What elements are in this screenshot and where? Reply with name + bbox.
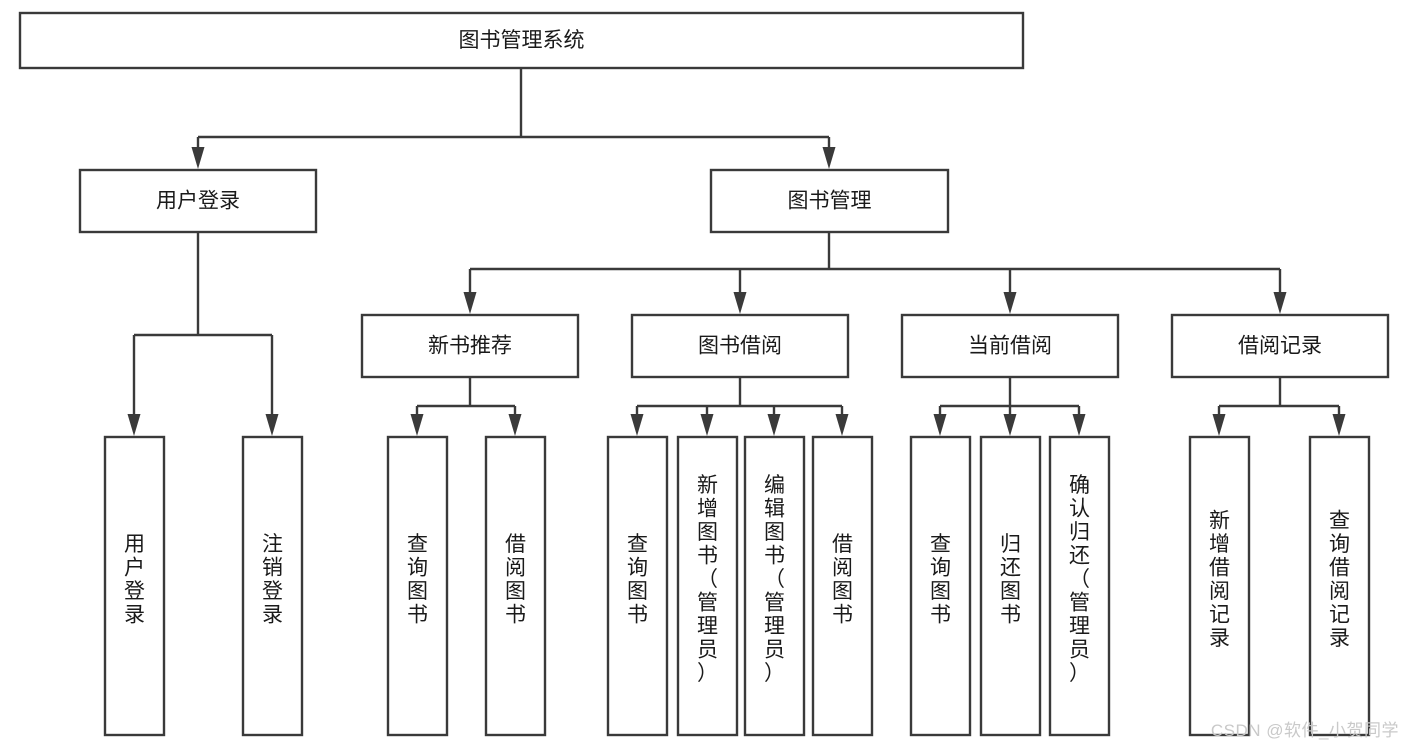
arrow-head-icon	[933, 414, 947, 436]
arrow-head-icon	[1212, 414, 1226, 436]
node-leaf-borrow-book-2[interactable]: 借阅图书	[811, 435, 874, 737]
node-leaf-edit-book[interactable]: 编辑图书（管理员）	[743, 435, 806, 737]
node-book-manage[interactable]: 图书管理	[709, 168, 950, 234]
connector-book-manage-bus	[463, 232, 1287, 314]
node-label: 当前借阅	[968, 335, 1052, 358]
node-label: 用户登录	[156, 190, 240, 213]
node-box[interactable]	[900, 313, 1120, 379]
node-label: 新增图书（管理员）	[697, 474, 718, 685]
node-leaf-query-book-2[interactable]: 查询图书	[606, 435, 669, 737]
node-label: 用户登录	[124, 533, 145, 627]
node-leaf-confirm-return[interactable]: 确认归还（管理员）	[1048, 435, 1111, 737]
node-box[interactable]	[676, 435, 739, 737]
node-box[interactable]	[811, 435, 874, 737]
node-leaf-add-book[interactable]: 新增图书（管理员）	[676, 435, 739, 737]
node-layer: 图书管理系统用户登录图书管理新书推荐图书借阅当前借阅借阅记录用户登录注销登录查询…	[18, 11, 1390, 737]
arrow-head-icon	[410, 414, 424, 436]
connector-borrow-record-bus	[1212, 377, 1346, 436]
node-book-borrow[interactable]: 图书借阅	[630, 313, 850, 379]
connector-book-borrow-bus	[630, 377, 849, 436]
arrow-head-icon	[733, 292, 747, 314]
node-label: 图书管理系统	[459, 29, 585, 52]
arrow-head-icon	[767, 414, 781, 436]
node-label: 注销登录	[262, 533, 283, 627]
node-leaf-query-book-3[interactable]: 查询图书	[909, 435, 972, 737]
node-box[interactable]	[103, 435, 166, 737]
arrow-head-icon	[1273, 292, 1287, 314]
node-root[interactable]: 图书管理系统	[18, 11, 1025, 70]
node-box[interactable]	[630, 313, 850, 379]
node-label: 借阅记录	[1238, 335, 1322, 358]
arrow-head-icon	[508, 414, 522, 436]
node-label: 图书管理	[788, 190, 872, 213]
node-label: 查询图书	[627, 533, 648, 627]
arrow-head-icon	[463, 292, 477, 314]
arrow-head-icon	[1003, 292, 1017, 314]
node-user-login[interactable]: 用户登录	[78, 168, 318, 234]
node-leaf-logout[interactable]: 注销登录	[241, 435, 304, 737]
arrow-head-icon	[191, 147, 205, 169]
arrow-head-icon	[1332, 414, 1346, 436]
node-label: 新增借阅记录	[1209, 509, 1230, 650]
node-label: 新书推荐	[428, 335, 512, 358]
node-box[interactable]	[743, 435, 806, 737]
node-box[interactable]	[241, 435, 304, 737]
node-box[interactable]	[78, 168, 318, 234]
arrow-head-icon	[835, 414, 849, 436]
node-label: 借阅图书	[505, 533, 526, 627]
node-box[interactable]	[1170, 313, 1390, 379]
arrow-head-icon	[127, 414, 141, 436]
node-label: 查询图书	[407, 533, 428, 627]
node-box[interactable]	[386, 435, 449, 737]
node-label: 查询借阅记录	[1329, 509, 1350, 650]
node-label: 借阅图书	[832, 533, 853, 627]
arrow-head-icon	[1072, 414, 1086, 436]
node-new-book-recommend[interactable]: 新书推荐	[360, 313, 580, 379]
connector-root-bus	[191, 68, 836, 169]
node-leaf-return-book[interactable]: 归还图书	[979, 435, 1042, 737]
node-leaf-add-record[interactable]: 新增借阅记录	[1188, 435, 1251, 737]
connector-user-login-bus	[127, 232, 279, 436]
node-box[interactable]	[979, 435, 1042, 737]
node-current-borrow[interactable]: 当前借阅	[900, 313, 1120, 379]
connector-layer	[127, 68, 1346, 436]
node-box[interactable]	[484, 435, 547, 737]
node-box[interactable]	[1308, 435, 1371, 737]
node-box[interactable]	[1048, 435, 1111, 737]
node-box[interactable]	[606, 435, 669, 737]
node-leaf-query-book-1[interactable]: 查询图书	[386, 435, 449, 737]
node-box[interactable]	[709, 168, 950, 234]
node-box[interactable]	[1188, 435, 1251, 737]
arrow-head-icon	[1003, 414, 1017, 436]
connector-new-book-bus	[410, 377, 522, 436]
arrow-head-icon	[630, 414, 644, 436]
arrow-head-icon	[700, 414, 714, 436]
node-label: 归还图书	[1000, 533, 1021, 627]
arrow-head-icon	[265, 414, 279, 436]
connector-current-borrow-bus	[933, 377, 1086, 436]
node-leaf-query-record[interactable]: 查询借阅记录	[1308, 435, 1371, 737]
node-leaf-borrow-book-1[interactable]: 借阅图书	[484, 435, 547, 737]
arrow-head-icon	[822, 147, 836, 169]
node-label: 编辑图书（管理员）	[764, 474, 785, 685]
node-borrow-record[interactable]: 借阅记录	[1170, 313, 1390, 379]
node-box[interactable]	[360, 313, 580, 379]
csdn-watermark: CSDN @软件_小贺同学	[1210, 721, 1399, 740]
node-label: 确认归还（管理员）	[1069, 474, 1090, 685]
node-label: 图书借阅	[698, 335, 782, 358]
node-box[interactable]	[909, 435, 972, 737]
node-box[interactable]	[18, 11, 1025, 70]
node-leaf-user-login[interactable]: 用户登录	[103, 435, 166, 737]
node-label: 查询图书	[930, 533, 951, 627]
